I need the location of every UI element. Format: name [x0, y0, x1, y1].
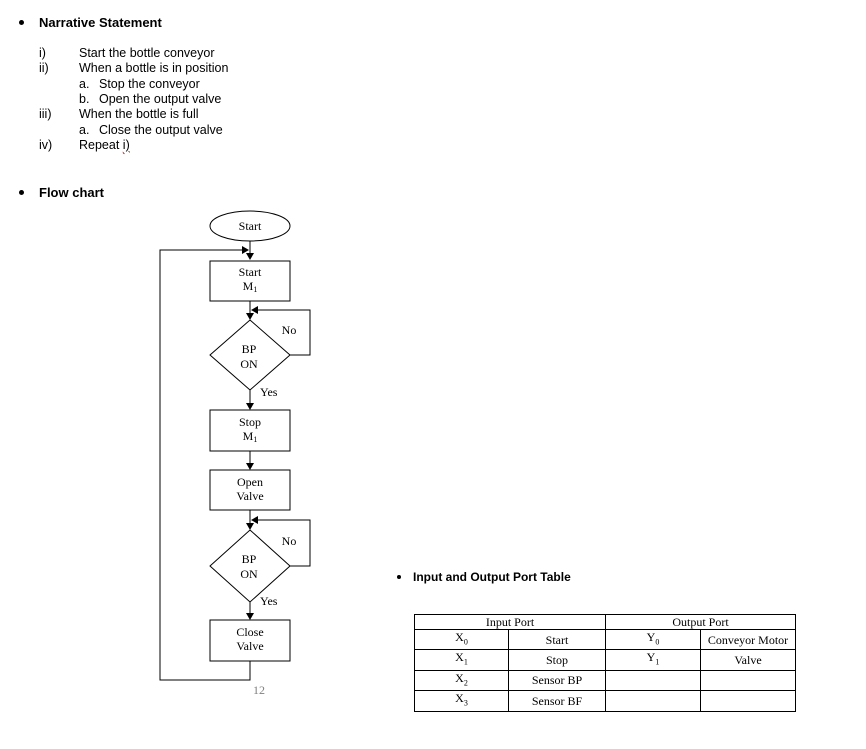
input-name-cell: Stop	[508, 649, 606, 671]
box-label: Start	[239, 265, 262, 279]
substep-text: Open the output valve	[99, 92, 222, 106]
input-name-cell: Start	[508, 628, 606, 651]
substep-letter: a.	[79, 123, 90, 137]
bullet-dot	[19, 20, 24, 25]
input-port-header: Input Port	[414, 614, 606, 630]
box-label: Valve	[236, 639, 263, 653]
io-table-heading: Input and Output Port Table	[413, 570, 571, 584]
bullet-dot	[19, 190, 24, 195]
output-port-cell	[605, 690, 701, 712]
repeat-loop	[159, 246, 251, 681]
decision-label: ON	[240, 567, 258, 581]
step-text: When the bottle is full	[79, 107, 199, 121]
start-motor-box	[209, 260, 291, 302]
input-name-cell: Sensor BP	[508, 669, 606, 692]
narrative-heading: Narrative Statement	[39, 15, 162, 30]
table-row: X3 Sensor BF	[414, 690, 796, 712]
output-name-cell: Conveyor Motor	[700, 628, 796, 651]
box-label: Close	[236, 625, 263, 639]
box-label: M1	[243, 279, 258, 294]
input-port-cell: X1	[414, 649, 509, 671]
table-row: X1 Stop Y1 Valve	[414, 649, 796, 671]
decision-label: BP	[242, 552, 257, 566]
box-label: M1	[243, 429, 258, 444]
box-label: Stop	[239, 415, 261, 429]
no-loop-2	[251, 516, 311, 567]
bp-decision-2	[209, 529, 291, 603]
output-port-cell: Y0	[605, 628, 701, 651]
output-port-cell	[605, 669, 701, 692]
output-name-cell	[700, 690, 796, 712]
step-text-main: Repeat	[79, 138, 120, 152]
output-name-cell: Valve	[700, 649, 796, 671]
input-name-cell: Sensor BF	[508, 690, 606, 712]
stop-motor-box	[209, 409, 291, 452]
step-text: Repeat i)	[79, 138, 130, 152]
decision-label: ON	[240, 357, 258, 371]
yes-label: Yes	[260, 385, 278, 399]
output-port-header: Output Port	[605, 614, 796, 630]
yes-label: Yes	[260, 594, 278, 608]
io-port-table: Input Port Output Port X0 Start Y0 Conve…	[414, 614, 796, 712]
input-port-cell: X0	[414, 628, 509, 651]
no-label: No	[282, 534, 297, 548]
step-number: i)	[39, 46, 46, 60]
box-label: Open	[237, 475, 263, 489]
output-port-cell: Y1	[605, 649, 701, 671]
start-label: Start	[239, 219, 262, 233]
step-number: ii)	[39, 61, 49, 75]
step-number: iv)	[39, 138, 53, 152]
output-name-cell	[700, 669, 796, 692]
step-reference: i)	[122, 138, 130, 152]
step-number: iii)	[39, 107, 52, 121]
bullet-dot	[397, 575, 401, 579]
close-valve-box	[209, 619, 291, 662]
table-row: X2 Sensor BP	[414, 669, 796, 692]
decision-label: BP	[242, 342, 257, 356]
substep-text: Close the output valve	[99, 123, 223, 137]
substep-letter: a.	[79, 77, 90, 91]
table-row: X0 Start Y0 Conveyor Motor	[414, 628, 796, 651]
page-number: 12	[253, 683, 265, 697]
table-header-row: Input Port Output Port	[414, 614, 796, 630]
no-loop-1	[251, 306, 311, 356]
step-text: When a bottle is in position	[79, 61, 229, 75]
substep-text: Stop the conveyor	[99, 77, 200, 91]
no-label: No	[282, 323, 297, 337]
step-text: Start the bottle conveyor	[79, 46, 215, 60]
flowchart-heading: Flow chart	[39, 185, 105, 200]
box-label: Valve	[236, 489, 263, 503]
input-port-cell: X3	[414, 690, 509, 712]
substep-letter: b.	[79, 92, 90, 106]
input-port-cell: X2	[414, 669, 509, 692]
